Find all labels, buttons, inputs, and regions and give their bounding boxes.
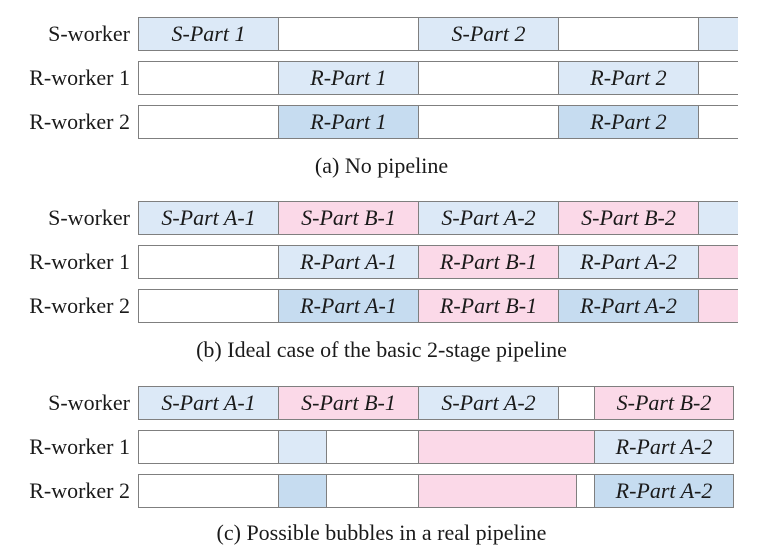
block-short-a bbox=[278, 474, 327, 508]
block-idle bbox=[278, 17, 419, 51]
block-idle bbox=[138, 245, 279, 279]
row-label-r-worker-2: R-worker 2 bbox=[29, 109, 130, 134]
block-s-part-2: S-Part 2 bbox=[418, 17, 559, 51]
block-label: R-Part B-1 bbox=[439, 249, 538, 274]
block-r-part-a-1: R-Part A-1 bbox=[278, 245, 419, 279]
row-label-r-worker-1: R-worker 1 bbox=[29, 249, 130, 274]
block-idle bbox=[138, 430, 279, 464]
block-continuation bbox=[698, 61, 738, 95]
block-bubble bbox=[326, 430, 419, 464]
row-label-r-worker-1: R-worker 1 bbox=[29, 434, 130, 459]
block-idle bbox=[138, 61, 279, 95]
block-idle bbox=[558, 17, 699, 51]
block-s-part-1: S-Part 1 bbox=[138, 17, 279, 51]
block-r-part-2: R-Part 2 bbox=[558, 61, 699, 95]
block-r-part-a-2: R-Part A-2 bbox=[594, 474, 734, 508]
block-label: R-Part 1 bbox=[310, 65, 387, 90]
block-label: S-Part A-1 bbox=[161, 390, 256, 415]
block-idle bbox=[138, 474, 279, 508]
block-idle bbox=[418, 105, 559, 139]
block-r-part-1: R-Part 1 bbox=[278, 105, 419, 139]
block-r-part-b-1: R-Part B-1 bbox=[418, 289, 559, 323]
block-continuation bbox=[698, 17, 738, 51]
block-label: R-Part A-1 bbox=[300, 249, 397, 274]
block-label: S-Part B-1 bbox=[301, 205, 396, 230]
block-short-a bbox=[278, 430, 327, 464]
block-s-part-b-1: S-Part B-1 bbox=[278, 201, 419, 235]
block-bubble bbox=[576, 474, 595, 508]
block-r-part-a-2: R-Part A-2 bbox=[558, 289, 699, 323]
caption-c: (c) Possible bubbles in a real pipeline bbox=[216, 520, 547, 545]
block-label: R-Part 1 bbox=[310, 109, 387, 134]
block-r-part-a-1: R-Part A-1 bbox=[278, 289, 419, 323]
block-r-part-a-2: R-Part A-2 bbox=[558, 245, 699, 279]
block-continuation bbox=[698, 245, 738, 279]
block-s-part-b-2: S-Part B-2 bbox=[594, 386, 734, 420]
block-label: S-Part A-2 bbox=[441, 390, 536, 415]
block-label: R-Part 2 bbox=[590, 109, 667, 134]
block-long-b bbox=[418, 474, 577, 508]
block-label: R-Part A-2 bbox=[580, 249, 677, 274]
caption-a: (a) No pipeline bbox=[314, 153, 449, 178]
block-s-part-b-2: S-Part B-2 bbox=[558, 201, 699, 235]
block-long-b bbox=[418, 430, 595, 464]
row-label-s-worker: S-worker bbox=[48, 390, 130, 415]
block-label: S-Part B-1 bbox=[301, 390, 396, 415]
block-r-part-a-2: R-Part A-2 bbox=[594, 430, 734, 464]
block-label: S-Part 1 bbox=[171, 21, 246, 46]
row-label-r-worker-1: R-worker 1 bbox=[29, 65, 130, 90]
block-label: S-Part B-2 bbox=[616, 390, 712, 415]
block-label: S-Part B-2 bbox=[581, 205, 676, 230]
block-r-part-1: R-Part 1 bbox=[278, 61, 419, 95]
block-s-part-b-1: S-Part B-1 bbox=[278, 386, 419, 420]
block-continuation bbox=[698, 289, 738, 323]
block-idle bbox=[418, 61, 559, 95]
block-label: R-Part A-1 bbox=[300, 293, 397, 318]
block-s-part-a-2: S-Part A-2 bbox=[418, 201, 559, 235]
block-label: S-Part A-2 bbox=[441, 205, 536, 230]
block-label: R-Part A-2 bbox=[615, 434, 713, 459]
block-s-part-a-1: S-Part A-1 bbox=[138, 386, 279, 420]
block-s-part-a-1: S-Part A-1 bbox=[138, 201, 279, 235]
row-label-r-worker-2: R-worker 2 bbox=[29, 478, 130, 503]
block-label: R-Part B-1 bbox=[439, 293, 538, 318]
block-label: R-Part A-2 bbox=[580, 293, 677, 318]
block-r-part-2: R-Part 2 bbox=[558, 105, 699, 139]
caption-b: (b) Ideal case of the basic 2-stage pipe… bbox=[196, 337, 567, 362]
block-label: R-Part A-2 bbox=[615, 478, 713, 503]
block-label: R-Part 2 bbox=[590, 65, 667, 90]
block-label: S-Part 2 bbox=[451, 21, 526, 46]
block-idle bbox=[138, 105, 279, 139]
block-bubble bbox=[558, 386, 595, 420]
block-r-part-b-1: R-Part B-1 bbox=[418, 245, 559, 279]
block-bubble bbox=[326, 474, 419, 508]
row-label-r-worker-2: R-worker 2 bbox=[29, 293, 130, 318]
row-label-s-worker: S-worker bbox=[48, 21, 130, 46]
block-label: S-Part A-1 bbox=[161, 205, 256, 230]
row-label-s-worker: S-worker bbox=[48, 205, 130, 230]
block-continuation bbox=[698, 105, 738, 139]
block-s-part-a-2: S-Part A-2 bbox=[418, 386, 559, 420]
block-idle bbox=[138, 289, 279, 323]
block-continuation bbox=[698, 201, 738, 235]
